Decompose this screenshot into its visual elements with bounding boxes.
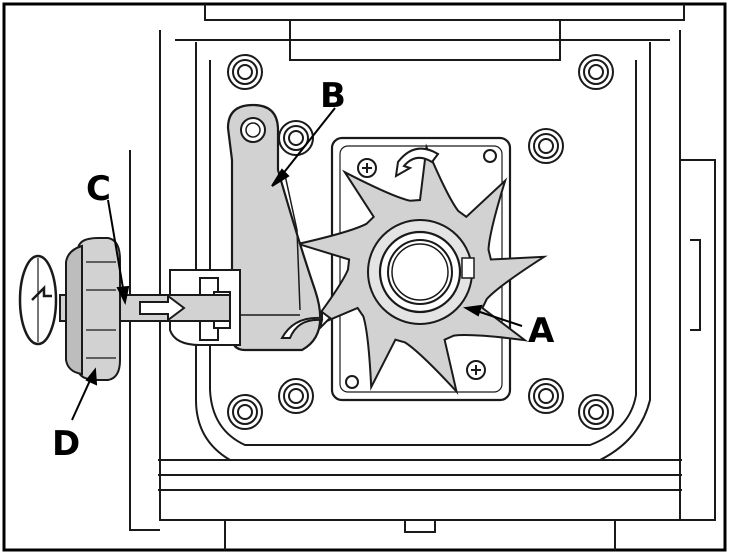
rotate-arrow-icon: [280, 147, 440, 339]
lever: [226, 103, 322, 352]
push-arrow-icon: [139, 294, 186, 322]
housing: [129, 4, 716, 550]
callout-lines: [71, 107, 523, 421]
plate-screws: [345, 149, 497, 389]
label-a: A: [528, 311, 555, 351]
knob: [65, 237, 121, 381]
label-d: D: [52, 424, 80, 464]
knob-rotate-icon: [18, 254, 58, 346]
label-b: B: [320, 76, 346, 116]
star-wheel: [294, 143, 548, 395]
label-c: C: [86, 169, 111, 209]
